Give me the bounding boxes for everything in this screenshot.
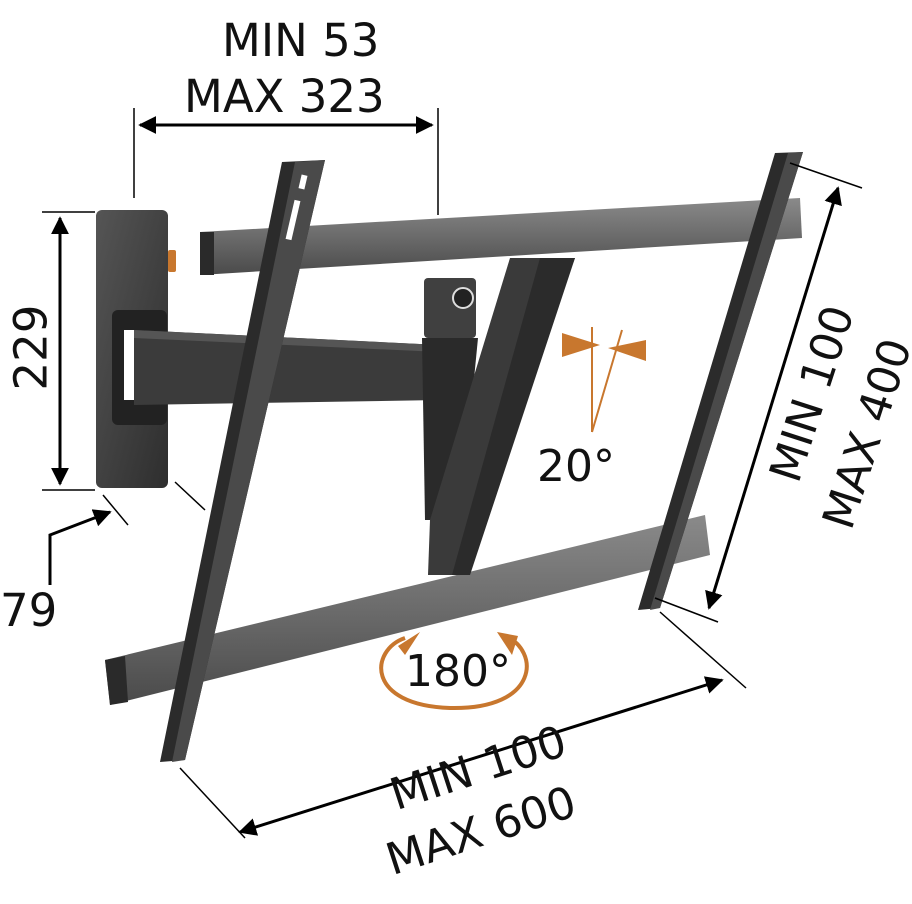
wall-plate-depth-label: 79 — [0, 584, 58, 637]
swivel-angle-label: 180° — [405, 646, 511, 697]
wall-plate-height-dimension — [42, 211, 95, 491]
articulating-arm — [134, 278, 478, 520]
tilt-icon — [562, 327, 646, 433]
swivel-icon — [379, 632, 529, 711]
arm-extension-min-label: MIN 53 — [222, 14, 380, 67]
horizontal-interface-dimension — [179, 611, 747, 839]
vertical-interface-dimension — [654, 162, 863, 623]
arm-extension-max-label: MAX 323 — [184, 70, 385, 123]
horizontal-rails — [105, 198, 802, 705]
tilt-angle-label: 20° — [537, 441, 615, 492]
wall-plate-depth-dimension — [48, 481, 206, 585]
arm-extension-dimension — [133, 108, 439, 215]
wall-plate-height-label: 229 — [4, 304, 58, 391]
center-tilt-bracket — [428, 258, 575, 575]
left-vertical-strip — [160, 160, 325, 762]
